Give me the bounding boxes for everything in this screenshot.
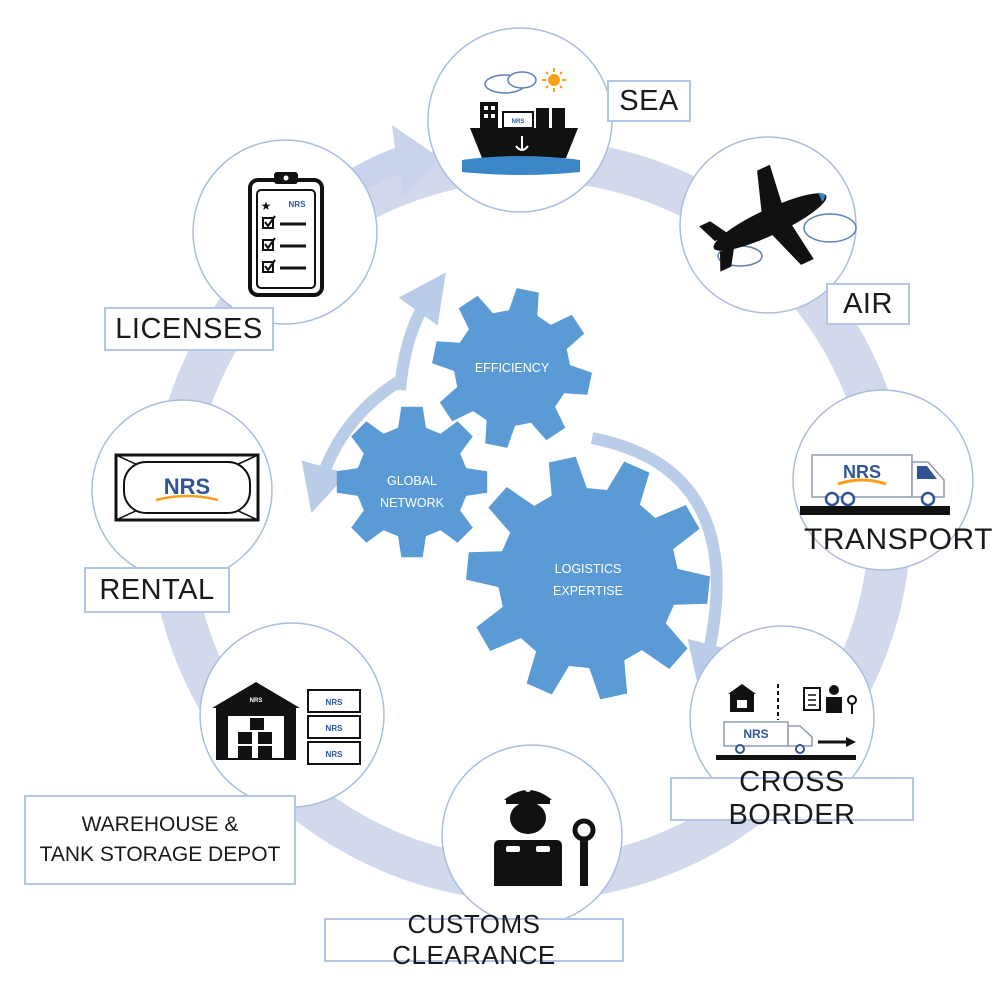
cycle-arrow-left [301,376,402,514]
truck-icon: NRS [800,454,950,515]
cycle-arrow-top [394,272,446,391]
svg-text:NRS: NRS [843,462,881,482]
svg-text:NRS: NRS [289,200,307,209]
gear-logistics-expertise [466,456,710,700]
svg-text:NRS: NRS [250,698,263,704]
airplane-icon [699,164,857,272]
cycle-arrow-right [590,432,735,692]
warehouse-icon: NRS NRS NRS NRS [212,682,361,765]
label-licenses: LICENSES [104,307,274,351]
gear-efficiency [432,288,592,448]
cargo-ship-icon: NRS [462,68,580,175]
label-warehouse: WAREHOUSE &TANK STORAGE DEPOT [24,795,296,885]
gear-global-network [336,406,488,558]
label-cross-border: CROSS BORDER [670,766,914,831]
svg-text:NRS: NRS [743,727,768,741]
label-air: AIR [826,283,910,325]
label-rental: RENTAL [84,567,230,613]
customs-officer-icon [494,786,596,886]
clipboard-checklist-icon: ★ NRS [248,172,324,297]
svg-text:NRS: NRS [326,750,344,759]
gear-label-efficiency: EFFICIENCY [474,361,550,375]
svg-text:NRS: NRS [512,119,525,125]
svg-text:★: ★ [261,199,272,213]
label-sea: SEA [607,80,691,122]
svg-text:NRS: NRS [326,698,344,707]
svg-text:NRS: NRS [326,724,344,733]
label-customs-clearance: CUSTOMS CLEARANCE [324,909,624,970]
container-icon: NRS [114,453,260,522]
label-transport: TRANSPORT [804,523,993,556]
border-truck-icon: NRS [716,684,857,760]
customs-circle [441,744,623,926]
